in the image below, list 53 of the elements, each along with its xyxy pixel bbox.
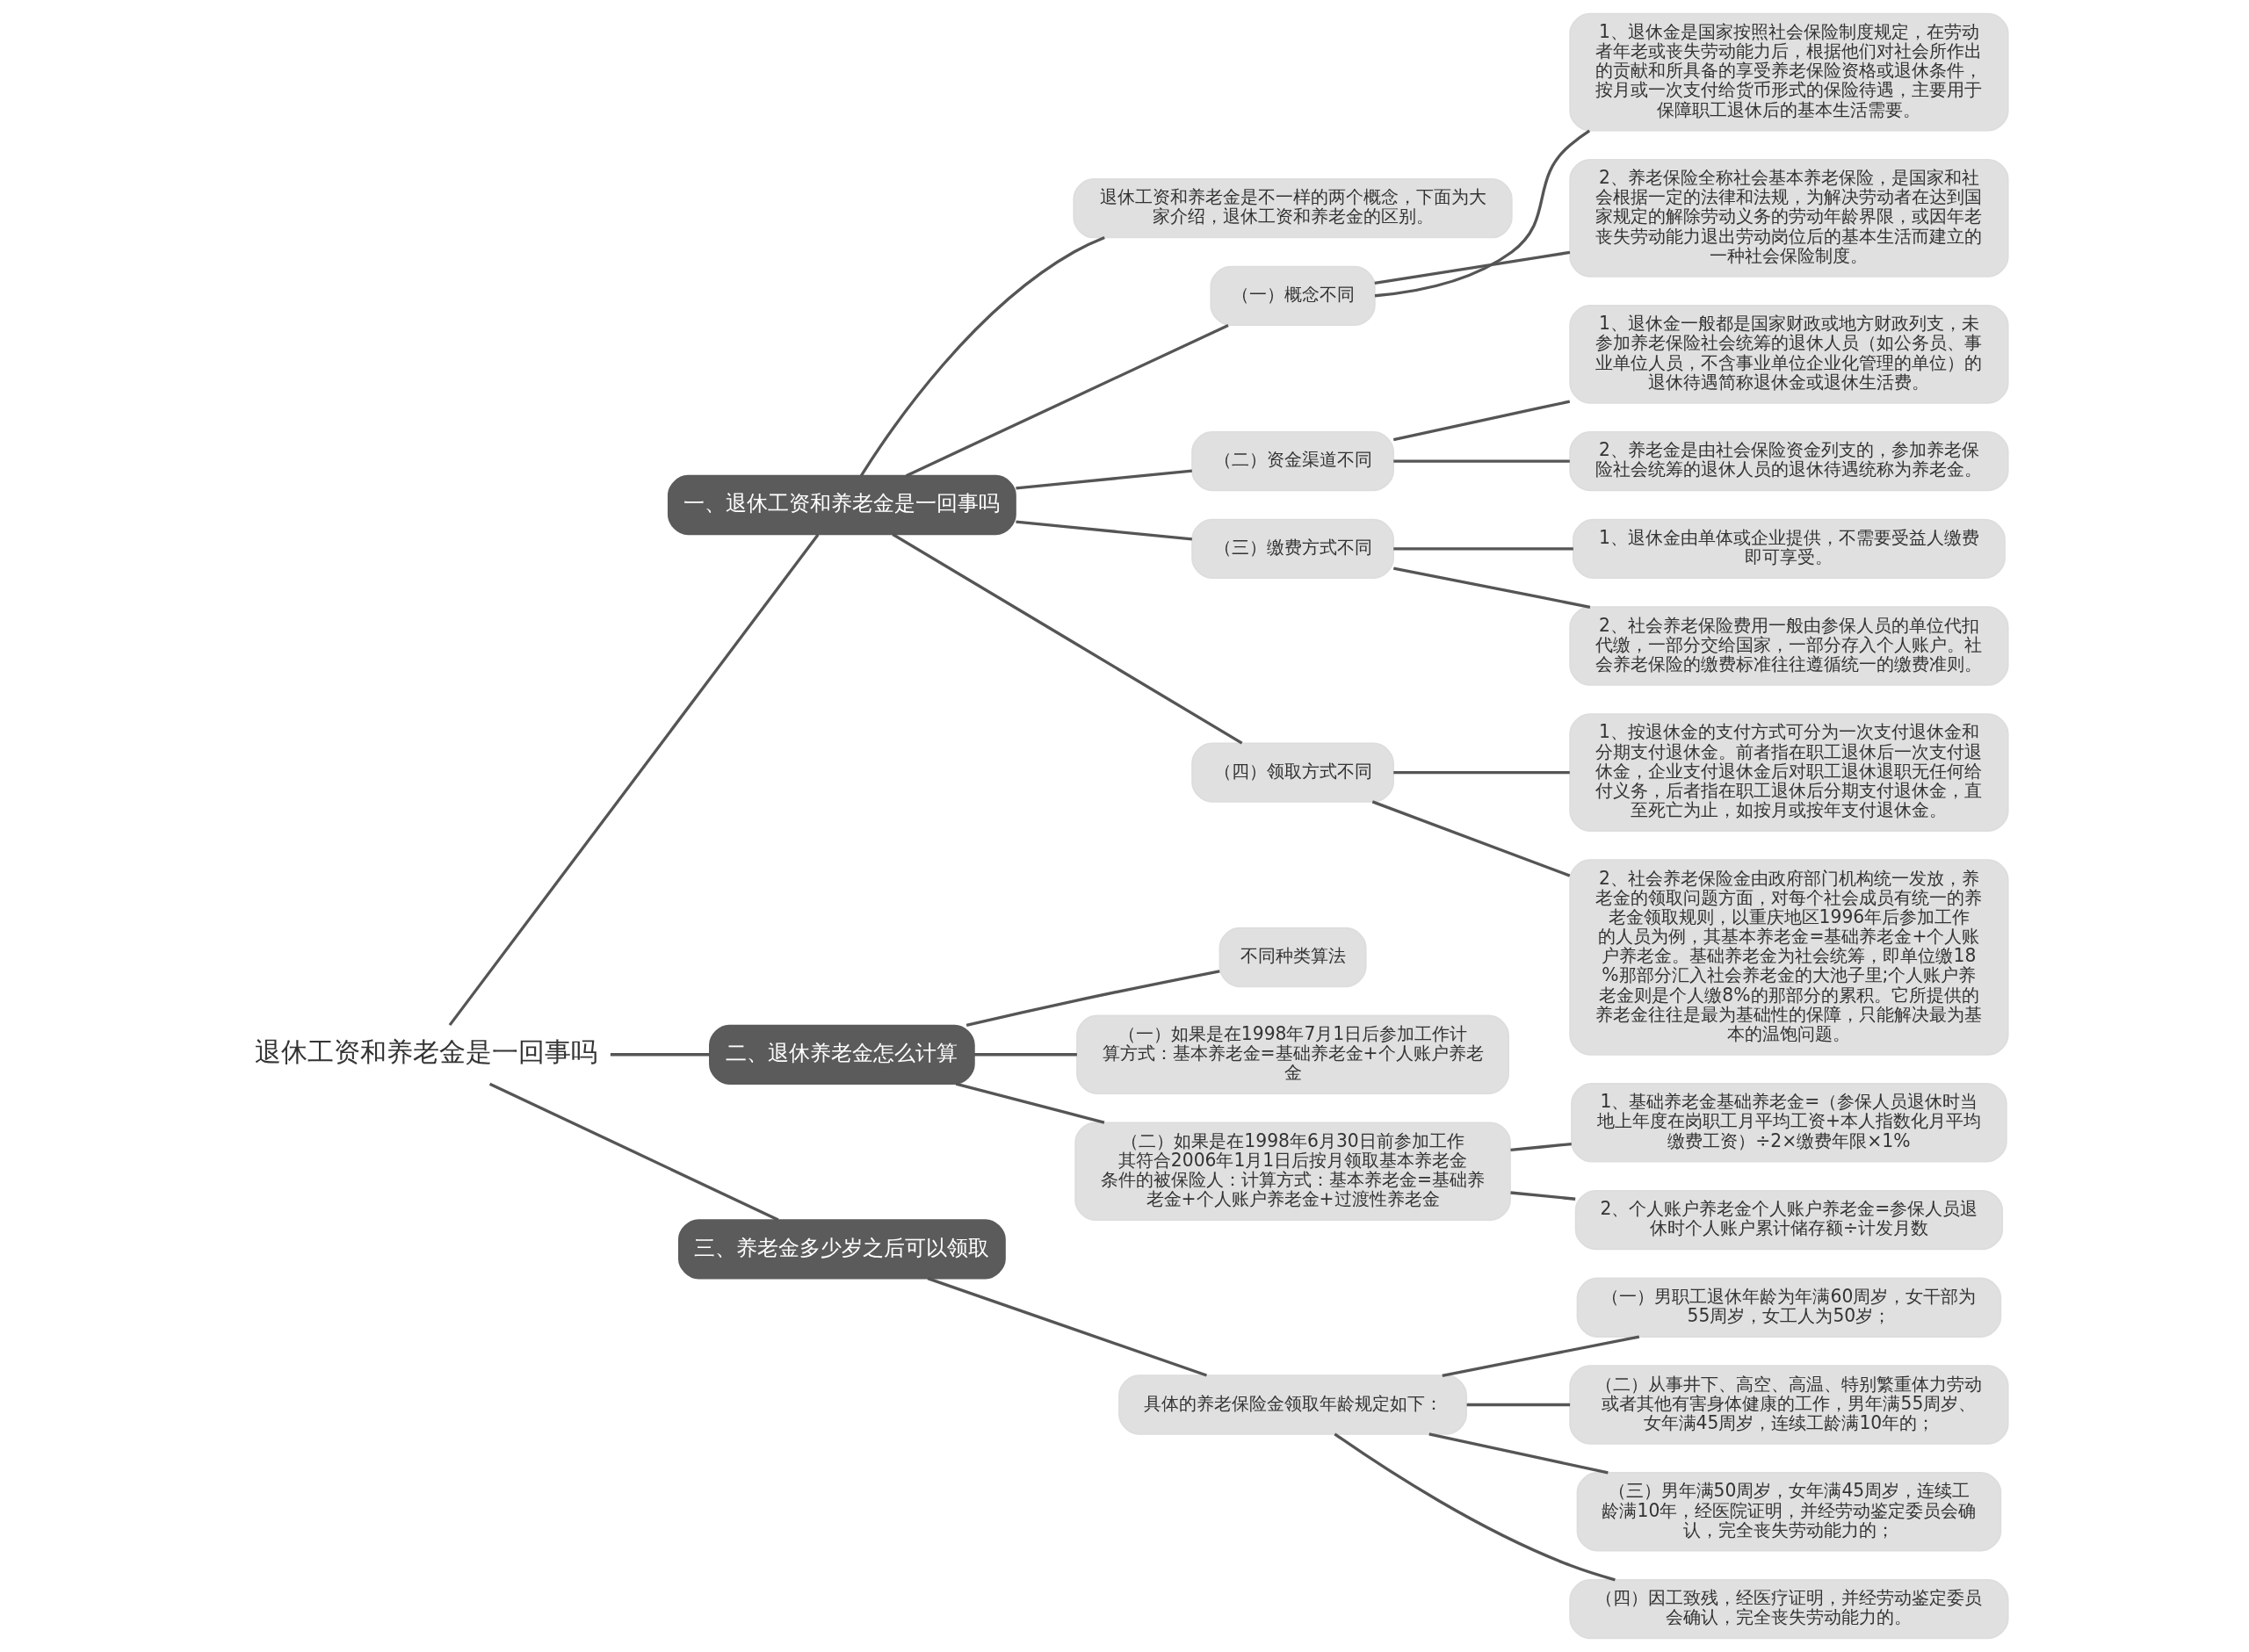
connector — [973, 1053, 1077, 1057]
node-box: 三、养老金多少岁之后可以领取 — [677, 1219, 1006, 1280]
connector — [1509, 1191, 1575, 1201]
node-box: 2、养老金是由社会保险资金列支的，参加养老保险社会统筹的退休人员的退休待遇统称为养老金。 — [1568, 431, 2009, 492]
connector — [1392, 400, 1570, 442]
connector — [1015, 520, 1192, 541]
node-box: （四）因工致残，经医疗证明，并经劳动鉴定委员会确认，完全丧失劳动能力的。 — [1568, 1578, 2009, 1640]
connector — [955, 1082, 1104, 1124]
node-box: （一）概念不同 — [1209, 265, 1376, 327]
node-box: 退休工资和养老金是不一样的两个概念，下面为大家介绍，退休工资和养老金的区别。 — [1072, 178, 1513, 239]
node-box: （三）男年满50周岁，女年满45周岁，连续工龄满10年，经医院证明，并经劳动鉴定委员会确认，完全丧失劳动能力的； — [1576, 1472, 2001, 1552]
node-box: 具体的养老保险金领取年龄规定如下： — [1117, 1374, 1467, 1435]
connector — [610, 1053, 710, 1057]
node-box: （二）资金渠道不同 — [1190, 431, 1394, 492]
node-box: 2、社会养老保险金由政府部门机构统一发放，养老金的领取问题方面，对每个社会成员有统一的养老金领取规则，以重庆地区1996年后参加工作的人员为例，其基本养老金=基础养老金+个人账户养老金。基础养老金为社会统筹，即单位缴18%那部分汇入社会养老金的大池子里;个人账户养老金则是个人缴8%的那部分的累积。它所提供的养老金往往是最为基础性的保障，只能解决最为基本的温饱问题。 — [1568, 859, 2009, 1056]
node-box: 1、按退休金的支付方式可分为一次支付退休金和分期支付退休金。前者指在职工退休后一次支付退休金，企业支付退休金后对职工退休退职无任何给付义务，后者指在职工退休后分期支付退休金，直至死亡为止，如按月或按年支付退休金。 — [1568, 713, 2009, 832]
connector — [927, 1277, 1207, 1377]
node-box: （二）从事井下、高空、高温、特别繁重体力劳动或者其他有害身体健康的工作，男年满55周岁、女年满45周岁，连续工龄满10年的； — [1568, 1365, 2009, 1445]
connector — [1015, 469, 1192, 490]
connector — [1374, 250, 1570, 285]
connector — [1466, 1403, 1570, 1407]
connector — [1374, 129, 1590, 298]
connector — [1509, 1142, 1572, 1152]
node-box: 不同种类算法 — [1219, 927, 1367, 988]
connector — [905, 323, 1229, 478]
connector — [1441, 1335, 1639, 1377]
node-box: 2、养老保险全称社会基本养老保险，是国家和社会根据一定的法律和法规，为解决劳动者在达到国家规定的解除劳动义务的劳动年龄界限，或因年老丧失劳动能力退出劳动岗位后的基本生活而建立的一种社会保险制度。 — [1568, 158, 2009, 278]
node-box: （一）男职工退休年龄为年满60周岁，女干部为55周岁，女工人为50岁； — [1576, 1277, 2001, 1338]
connector — [1392, 566, 1590, 609]
node-box: （三）缴费方式不同 — [1190, 518, 1394, 579]
node-box: 1、基础养老金基础养老金=（参保人员退休时当地上年度在岗职工月平均工资+本人指数化月平均缴费工资）÷2×缴费年限×1% — [1570, 1083, 2007, 1163]
node-box: 1、退休金一般都是国家财政或地方财政列支，未参加养老保险社会统筹的退休人员（如公务员、事业单位人员，不含事业单位企业化管理的单位）的退休待遇简称退休金或退休生活费。 — [1568, 305, 2009, 404]
connector — [965, 970, 1220, 1028]
connector — [1392, 547, 1573, 551]
connector — [1428, 1432, 1609, 1475]
connector — [448, 533, 819, 1027]
node-box: （二）如果是在1998年6月30日前参加工作其符合2006年1月1日后按月领取基本养老金条件的被保险人：计算方式：基本养老金=基础养老金+个人账户养老金+过渡性养老金 — [1074, 1122, 1511, 1221]
node-box: 2、个人账户养老金个人账户养老金=参保人员退休时个人账户累计储存额÷计发月数 — [1574, 1189, 2003, 1251]
connector — [1392, 770, 1570, 775]
connector — [1392, 459, 1570, 463]
node-box: （一）如果是在1998年7月1日后参加工作计算方式：基本养老金=基础养老金+个人账户养老金 — [1075, 1014, 1509, 1094]
connector — [1371, 800, 1570, 877]
node-text: 退休工资和养老金是一回事吗 — [254, 1036, 597, 1067]
node-box: 1、退休金由单体或企业提供，不需要受益人缴费即可享受。 — [1572, 518, 2006, 579]
connector — [1333, 1432, 1616, 1582]
connector — [488, 1082, 779, 1222]
node-box: 一、退休工资和养老金是一回事吗 — [667, 474, 1016, 536]
connector — [891, 533, 1242, 745]
connector — [859, 235, 1105, 477]
node-box: 二、退休养老金怎么计算 — [708, 1024, 975, 1085]
node-box: （四）领取方式不同 — [1190, 742, 1394, 803]
node-box: 1、退休金是国家按照社会保险制度规定，在劳动者年老或丧失劳动能力后，根据他们对社会所作出的贡献和所具备的享受养老保险资格或退休条件，按月或一次支付给货币形式的保险待遇，主要用于保障职工退休后的基本生活需要。 — [1568, 12, 2009, 132]
node-box: 2、社会养老保险费用一般由参保人员的单位代扣代缴，一部分交给国家，一部分存入个人账户。社会养老保险的缴费标准往往遵循统一的缴费准则。 — [1568, 606, 2009, 686]
